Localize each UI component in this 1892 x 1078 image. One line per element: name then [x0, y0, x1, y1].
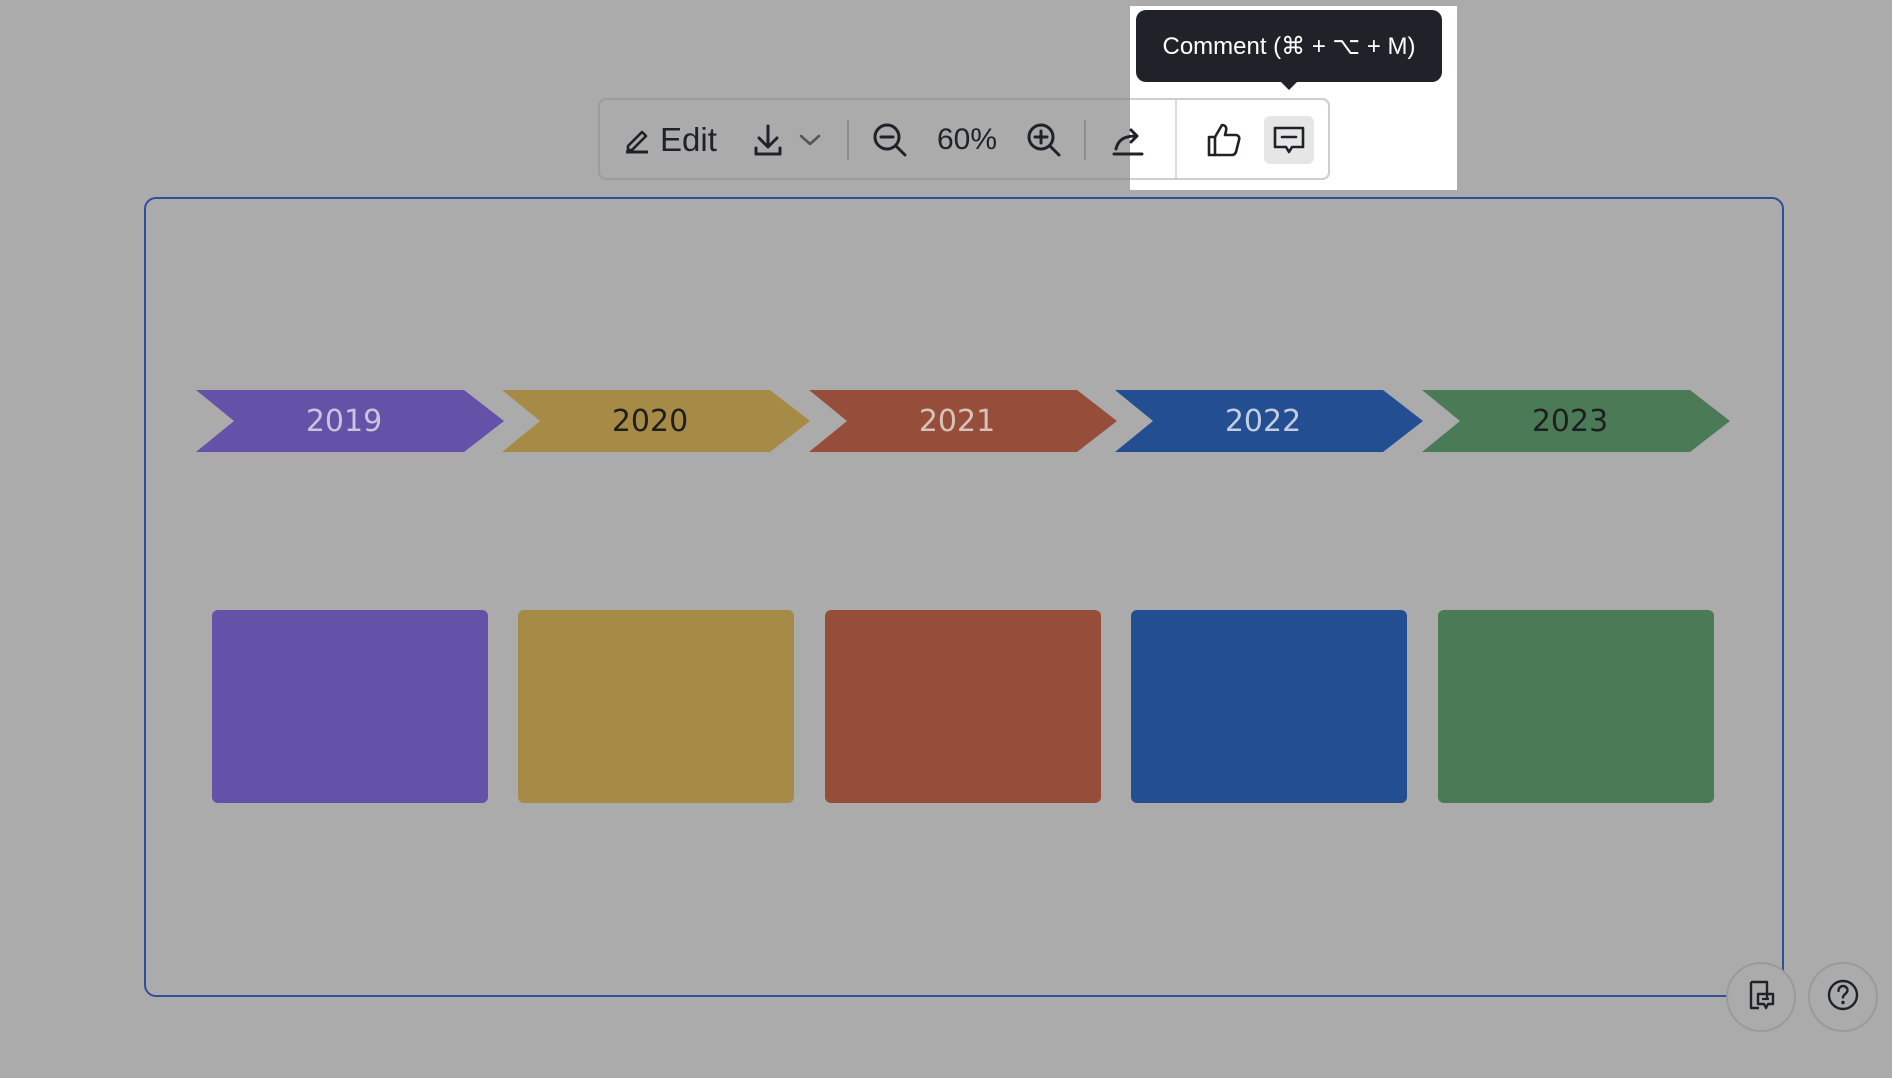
timeline-arrow[interactable]: 2020	[502, 390, 812, 452]
timeline-year-label: 2020	[611, 403, 689, 439]
timeline-box[interactable]	[1131, 610, 1407, 803]
zoom-out-button[interactable]	[868, 116, 912, 164]
timeline-arrow[interactable]: 2022	[1115, 390, 1425, 452]
timeline-box[interactable]	[825, 610, 1101, 803]
zoom-in-icon	[1026, 122, 1062, 158]
timeline-year-label: 2019	[305, 403, 383, 439]
timeline-arrow[interactable]: 2019	[196, 390, 506, 452]
toolbar-divider	[1175, 100, 1177, 178]
arrow-shape	[1422, 390, 1730, 452]
comment-button[interactable]	[1264, 116, 1314, 164]
chevron-down-icon	[798, 132, 822, 148]
timeline-year-label: 2023	[1531, 403, 1609, 439]
timeline-year-label: 2021	[918, 403, 996, 439]
notes-button[interactable]	[1726, 962, 1796, 1032]
help-icon	[1826, 978, 1860, 1017]
zoom-in-button[interactable]	[1022, 116, 1066, 164]
zoom-level[interactable]: 60%	[936, 123, 998, 156]
timeline-box[interactable]	[1438, 610, 1714, 803]
share-button[interactable]	[1106, 116, 1150, 164]
help-button[interactable]	[1808, 962, 1878, 1032]
arrow-shape	[1115, 390, 1423, 452]
arrow-shape	[196, 390, 504, 452]
timeline-box[interactable]	[518, 610, 794, 803]
timeline-arrow[interactable]: 2021	[809, 390, 1119, 452]
edit-icon	[622, 124, 652, 156]
toolbar-divider	[847, 120, 849, 160]
zoom-out-icon	[872, 122, 908, 158]
edit-label: Edit	[660, 121, 717, 158]
arrow-shape	[502, 390, 810, 452]
like-button[interactable]	[1202, 116, 1246, 164]
comment-icon	[1272, 124, 1306, 156]
diagram-canvas[interactable]	[144, 197, 1784, 997]
timeline-arrow[interactable]: 2023	[1422, 390, 1732, 452]
arrow-shape	[809, 390, 1117, 452]
timeline-box[interactable]	[212, 610, 488, 803]
timeline-year-label: 2022	[1224, 403, 1302, 439]
notes-icon	[1746, 979, 1776, 1016]
tooltip-arrow	[1279, 80, 1299, 90]
download-options-dropdown[interactable]	[794, 120, 826, 160]
toolbar-divider	[1084, 120, 1086, 160]
download-button[interactable]	[748, 116, 788, 164]
download-icon	[752, 122, 784, 158]
comment-tooltip: Comment (⌘ + ⌥ + M)	[1136, 10, 1442, 82]
like-icon	[1205, 121, 1243, 159]
share-icon	[1110, 122, 1146, 158]
edit-button[interactable]: Edit	[622, 116, 717, 164]
